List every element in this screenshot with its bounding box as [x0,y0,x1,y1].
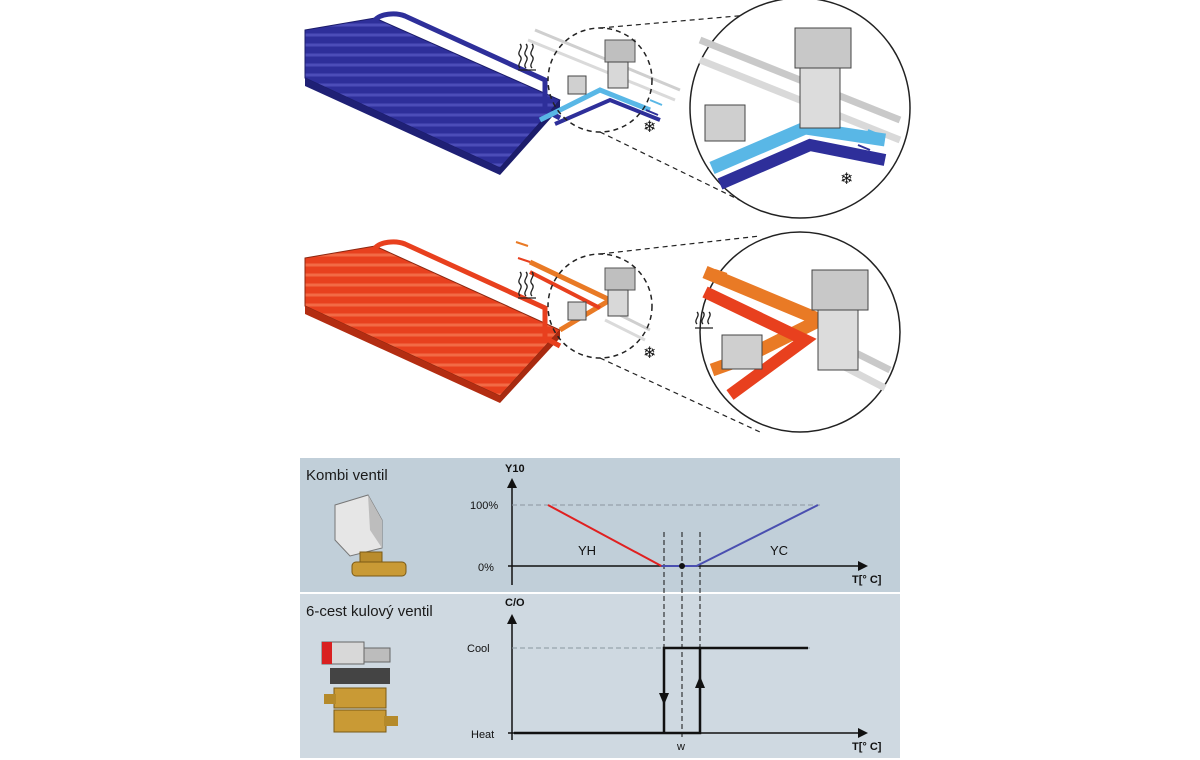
cooling-zoom-bubble: ❄ [689,0,911,219]
down-arrow [659,693,669,705]
heating-illustration: ❄ [304,231,901,433]
kombi-valve-image [334,494,407,577]
up-arrow [695,676,705,688]
snowflake-icon: ❄ [643,117,656,136]
series-label-yh: YH [578,543,596,558]
kombi-panel-title: Kombi ventil [306,467,388,484]
six-way-panel-title: 6-cest kulový ventil [306,603,433,620]
x-axis-arrow [858,728,868,738]
heat-waves-icon [518,43,536,71]
tick-label-0: 0% [478,562,494,574]
cooling-pipe-light [538,87,651,123]
cooling-kombi-valve [567,75,587,95]
cooling-valve-actuator [604,39,636,63]
x-axis-label: T[° C] [852,574,882,586]
cooling-supply-pipe [373,11,562,121]
series-label-yc: YC [770,543,788,558]
cooling-illustration: ❄ ❄ [304,0,911,219]
heat-waves-icon [518,271,536,299]
cooling-panel-side [305,78,500,175]
heating-kombi-valve [567,301,587,321]
kombi-chart: Y10 100% 0% T[° C] YH YC [470,463,882,586]
cooling-pipe-dark [554,97,661,126]
y-axis-label: Y10 [505,463,525,475]
cooling-zoom-circle [547,27,653,133]
y-axis-arrow [507,478,517,488]
six-way-valve-image [321,641,398,733]
series-line-yc [696,504,819,567]
heating-pipe-red [529,270,601,310]
tick-label-heat: Heat [471,729,494,741]
x-marker-label: w [676,741,685,753]
heating-zoom-bubble [695,231,901,433]
six-way-chart-marks [514,646,808,735]
setpoint-marker [679,563,685,569]
tick-label-cool: Cool [467,643,490,655]
x-axis-arrow [858,561,868,571]
chart-panels: Kombi ventil 6-cest kulový ventil [300,458,900,758]
y-axis-arrow [507,614,517,624]
heating-supply-pipe [373,239,562,349]
heating-valve-actuator [604,267,636,291]
x-axis-label: T[° C] [852,741,882,753]
y-axis-label: C/O [505,597,525,609]
switch-to-cool-path [514,646,808,735]
svg-text:❄: ❄ [840,169,853,188]
kombi-chart-marks [547,504,819,569]
tick-label-100: 100% [470,500,498,512]
six-way-panel-bg [300,594,900,758]
snowflake-icon: ❄ [643,343,656,362]
series-line-yh [547,504,662,567]
